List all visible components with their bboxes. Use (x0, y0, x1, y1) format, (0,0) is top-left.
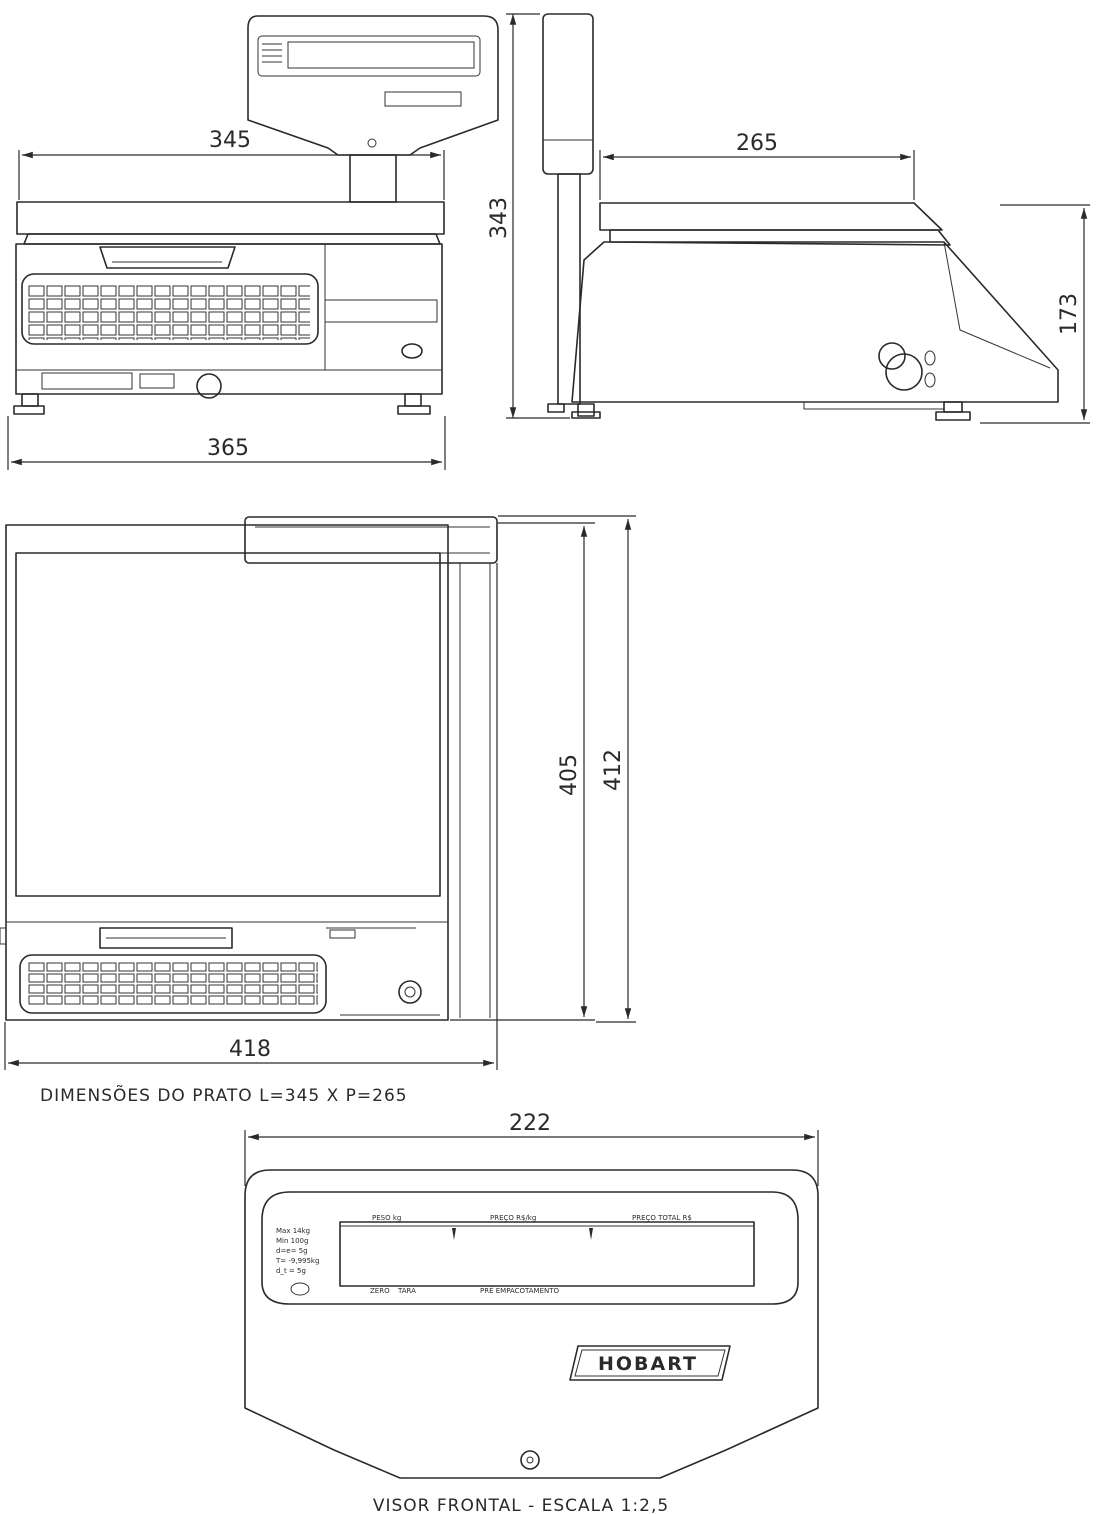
side-view: 343 265 173 (487, 13, 1090, 424)
dim-top-total-width: 418 (229, 1037, 271, 1062)
dim-display-width: 222 (509, 1111, 551, 1136)
seal-icon (290, 1282, 310, 1296)
label-price: PREÇO R$/kg (490, 1214, 536, 1222)
display-front-view: 222 PESO kg PREÇO R$/kg PREÇO TOTAL R$ M… (244, 1111, 819, 1479)
front-view: 345 365 (7, 15, 499, 470)
dim-top-outer-depth: 412 (601, 749, 626, 791)
dim-front-plate-width: 345 (209, 128, 251, 153)
spec-tare: T= -9,995kg (275, 1257, 319, 1265)
spec-tare-division: d_t = 5g (276, 1267, 306, 1275)
display-front-caption: VISOR FRONTAL - ESCALA 1:2,5 (373, 1496, 669, 1514)
plate-dimensions-caption: DIMENSÕES DO PRATO L=345 X P=265 (40, 1084, 408, 1106)
front-display-head (247, 15, 499, 156)
indicator-pre: PRÉ EMPACOTAMENTO (480, 1286, 560, 1295)
brand-logo: HOBART (598, 1353, 698, 1375)
label-weight: PESO kg (372, 1214, 401, 1222)
spec-max: Max 14kg (276, 1227, 310, 1235)
indicator-zero: ZERO (370, 1287, 390, 1295)
screw-icon (520, 1450, 540, 1470)
label-total: PREÇO TOTAL R$ (632, 1214, 692, 1222)
dim-side-plate-depth: 265 (736, 131, 778, 156)
dim-tower-height: 343 (487, 197, 512, 239)
spec-division: d=e= 5g (276, 1247, 308, 1255)
spec-min: Min 100g (276, 1237, 308, 1245)
dim-top-inner-depth: 405 (557, 754, 582, 796)
dim-front-base-width: 365 (207, 436, 249, 461)
indicator-tara: TARA (397, 1287, 416, 1295)
dim-side-body-height: 173 (1057, 293, 1082, 335)
top-view: 405 412 418 (0, 515, 636, 1070)
